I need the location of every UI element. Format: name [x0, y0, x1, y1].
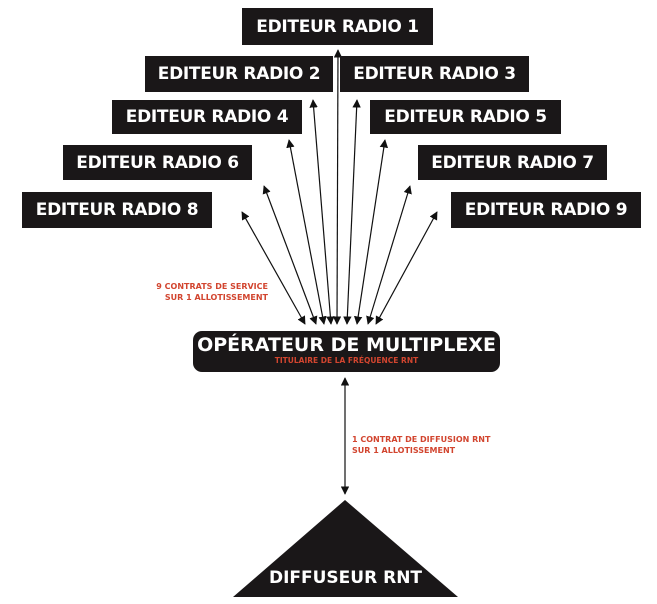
- diffusion-note-line2: SUR 1 ALLOTISSEMENT: [352, 446, 456, 455]
- editor-radio-3: EDITEUR RADIO 3: [340, 56, 529, 92]
- arrow-editor-9: [375, 211, 438, 325]
- diffuser-triangle: [233, 500, 458, 597]
- service-note-line2: SUR 1 ALLOTISSEMENT: [164, 293, 268, 302]
- operator-subtitle: TITULAIRE DE LA FRÉQUENCE RNT: [274, 356, 419, 365]
- editor-radio-1: EDITEUR RADIO 1: [242, 8, 433, 45]
- service-contracts-note: 9 CONTRATS DE SERVICE SUR 1 ALLOTISSEMEN…: [140, 281, 268, 303]
- editor-radio-7: EDITEUR RADIO 7: [418, 145, 607, 180]
- editor-radio-9: EDITEUR RADIO 9: [451, 192, 641, 228]
- editor-radio-8: EDITEUR RADIO 8: [22, 192, 212, 228]
- arrow-editor-2: [309, 99, 335, 325]
- diffusion-note-line1: 1 CONTRAT DE DIFFUSION RNT: [352, 435, 491, 444]
- editor-radio-5: EDITEUR RADIO 5: [370, 100, 561, 134]
- multiplex-operator-box: OPÉRATEUR DE MULTIPLEXE TITULAIRE DE LA …: [193, 331, 500, 372]
- arrow-editor-1: [332, 49, 343, 325]
- diffuser-label: DIFFUSEUR RNT: [268, 568, 423, 588]
- service-note-line1: 9 CONTRATS DE SERVICE: [156, 282, 268, 291]
- operator-title: OPÉRATEUR DE MULTIPLEXE: [197, 334, 496, 356]
- arrow-editor-3: [343, 99, 361, 325]
- diffusion-contract-note: 1 CONTRAT DE DIFFUSION RNT SUR 1 ALLOTIS…: [352, 434, 490, 456]
- editor-radio-2: EDITEUR RADIO 2: [145, 56, 333, 92]
- arrow-editor-8: [241, 211, 306, 325]
- arrow-editor-6: [262, 185, 318, 325]
- arrow-editor-5: [353, 139, 389, 325]
- editor-radio-6: EDITEUR RADIO 6: [63, 145, 252, 180]
- editor-radio-4: EDITEUR RADIO 4: [112, 100, 302, 134]
